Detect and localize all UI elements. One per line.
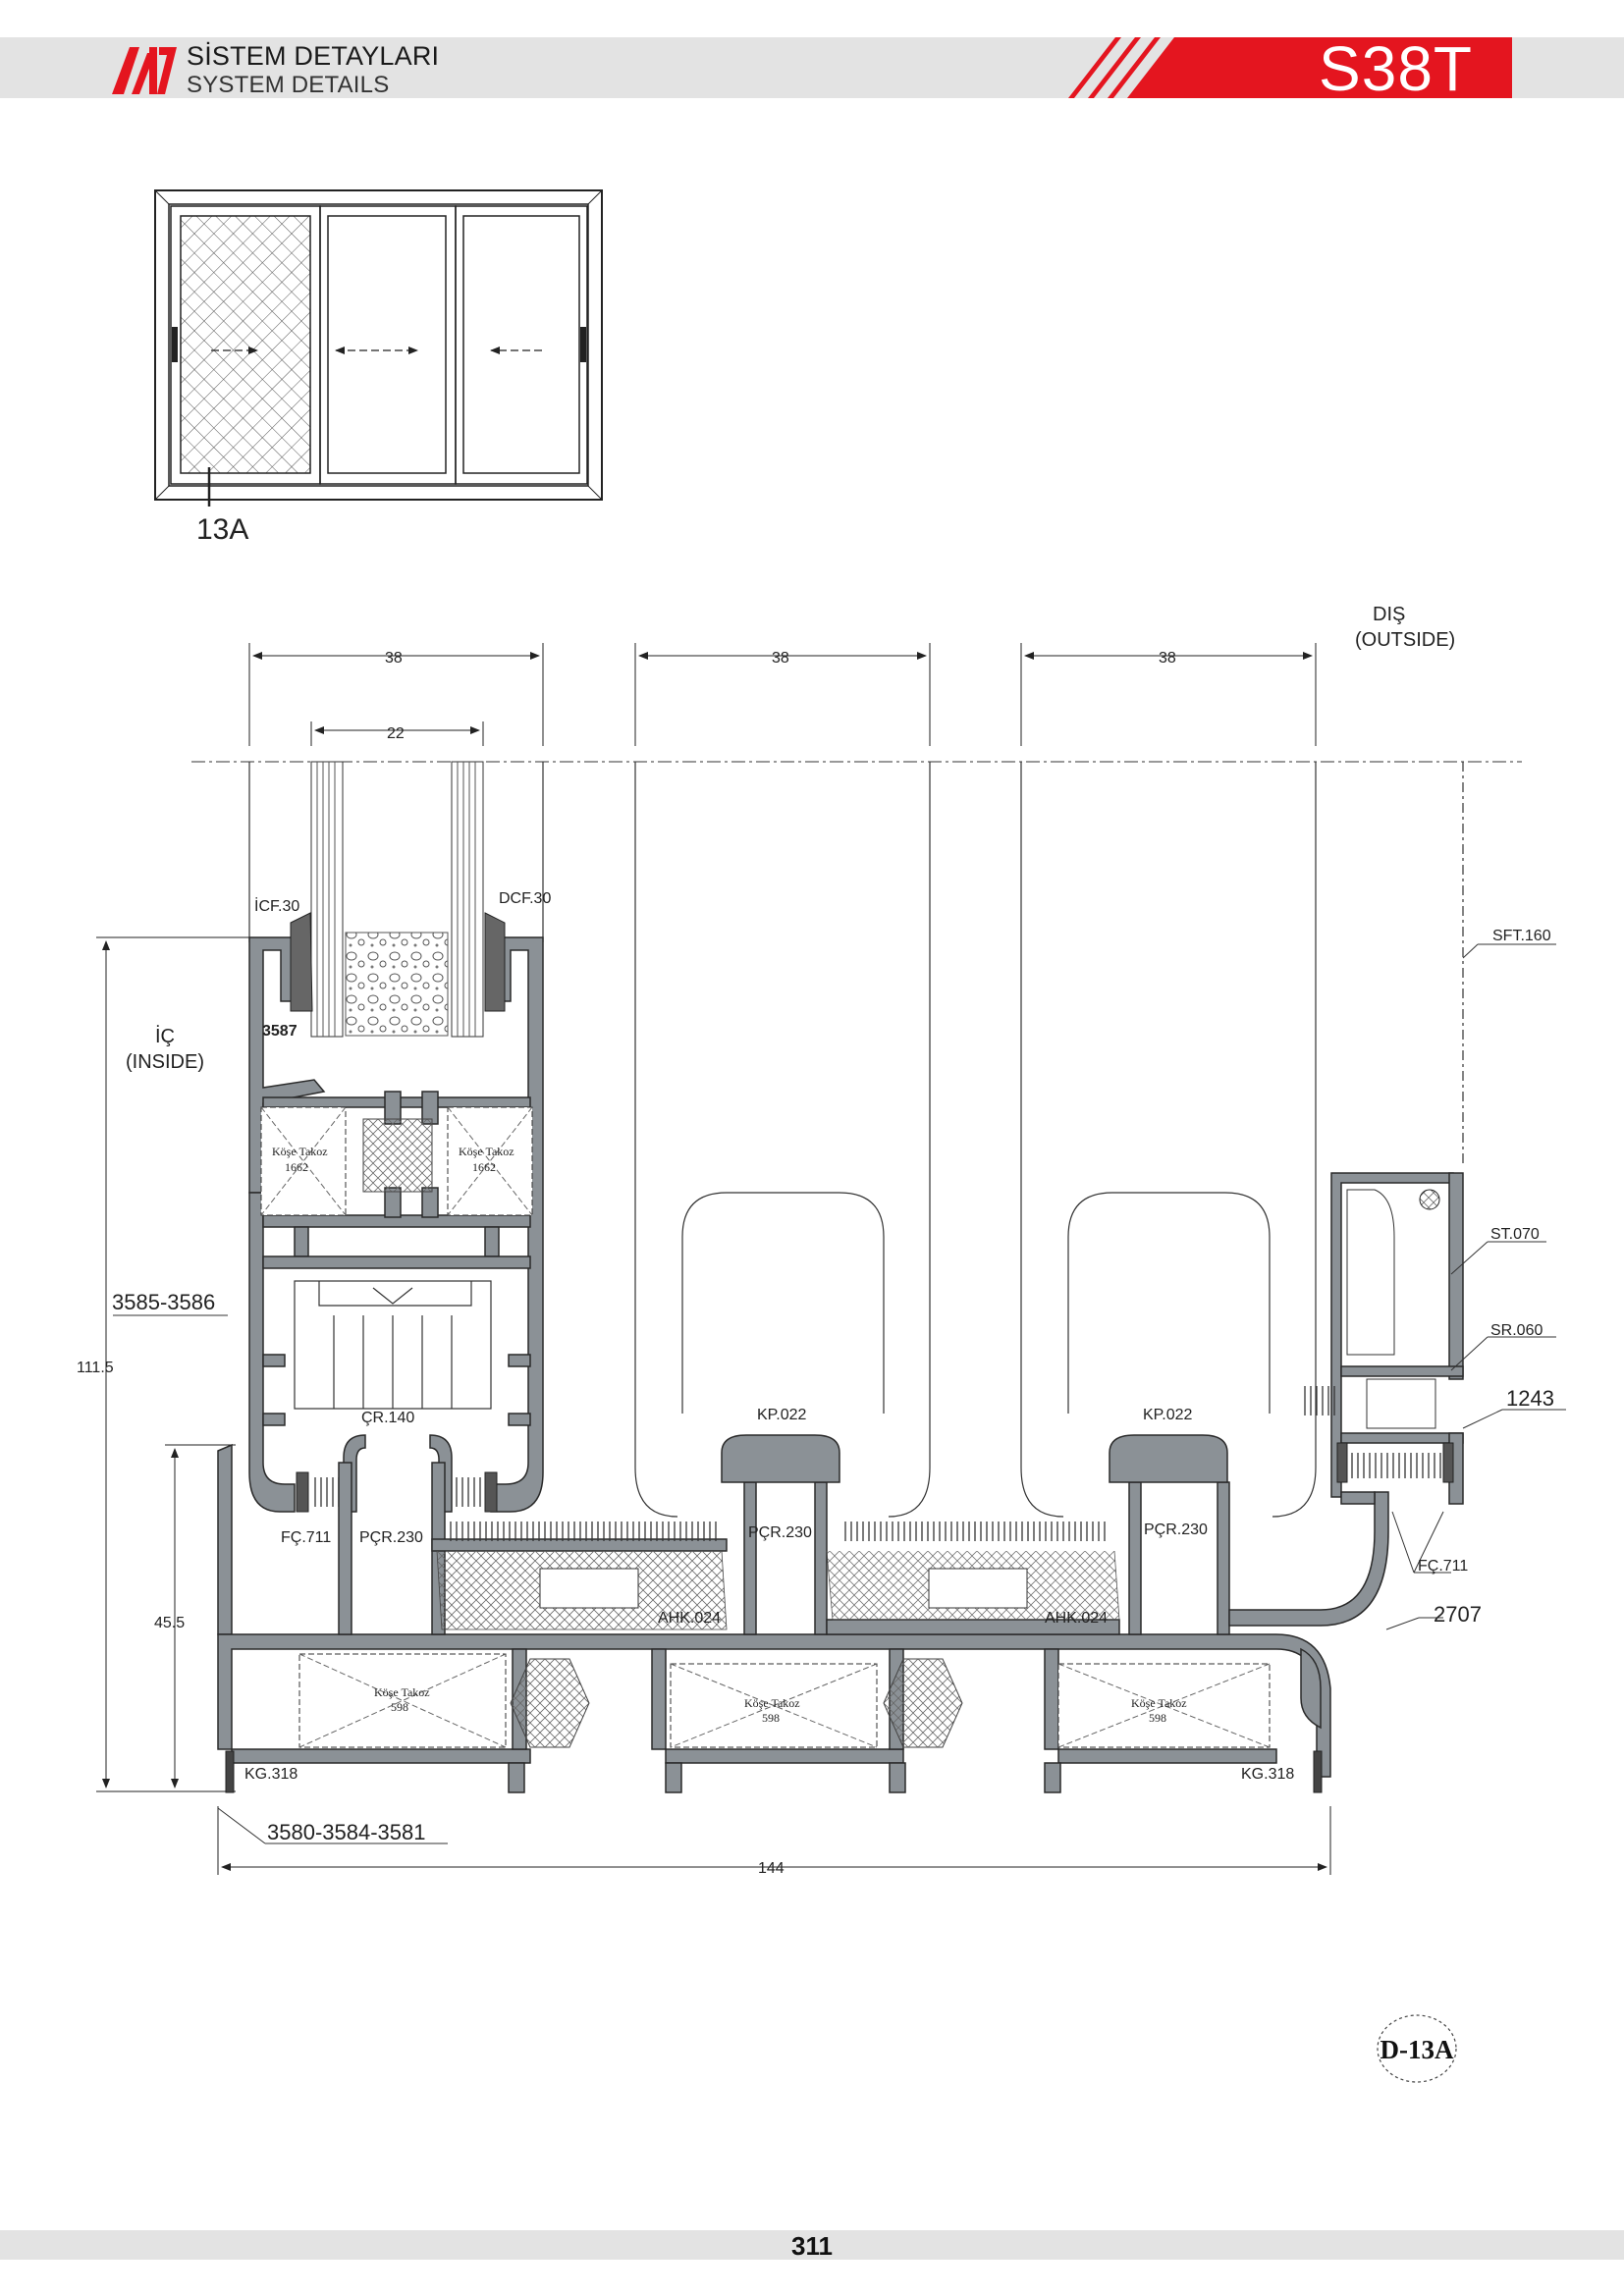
outside-frame-profile: [1330, 1172, 1464, 1505]
part-dcf: DCF.30: [499, 890, 551, 907]
dim-total-width: 144: [758, 1860, 785, 1877]
system-code-badge: S38T: [1218, 33, 1512, 104]
corner-blocks-1662: [260, 1106, 533, 1216]
part-3587: 3587: [262, 1023, 298, 1040]
header-subtitle: SYSTEM DETAILS: [187, 72, 390, 98]
dimension-lines: [96, 643, 1331, 1875]
sash-brush-seals: [296, 1471, 498, 1513]
frame-thermal-breaks: [510, 1658, 963, 1748]
part-corner-598-c: Köşe Takoz: [1131, 1696, 1187, 1710]
part-sft: SFT.160: [1492, 928, 1551, 944]
part-icf: İCF.30: [254, 896, 299, 915]
part-corner-598-b-num: 598: [762, 1711, 780, 1725]
glazing-gaskets: [290, 912, 506, 1012]
part-sr: SR.060: [1490, 1322, 1543, 1339]
part-ahk-1: AHK.024: [658, 1610, 721, 1627]
detail-badge: D-13A: [1380, 2035, 1454, 2064]
glass-panel-outlines: [248, 762, 1464, 1518]
part-frame-profile: 3580-3584-3581: [267, 1820, 425, 1844]
dim-glass-gap: 22: [387, 725, 405, 742]
inside-label-en: (INSIDE): [126, 1051, 204, 1073]
part-corner-1662-b-num: 1662: [472, 1160, 496, 1174]
sash-profile-1: [248, 936, 544, 1513]
outside-label-en: (OUTSIDE): [1355, 629, 1455, 651]
corner-blocks-598: [298, 1653, 1271, 1748]
part-kp-2: KP.022: [1143, 1407, 1193, 1423]
sash-thermal-break: [362, 1118, 433, 1193]
track-insulation: [436, 1522, 1120, 1630]
part-corner-1662-a-num: 1662: [285, 1160, 308, 1174]
part-1243: 1243: [1506, 1386, 1554, 1411]
outside-label: DIŞ: [1373, 604, 1405, 625]
part-kp-1: KP.022: [757, 1407, 807, 1423]
part-corner-1662-a: Köşe Takoz: [272, 1145, 328, 1158]
roller-housing: [294, 1280, 492, 1410]
elevation-callout: 13A: [196, 513, 248, 546]
part-fc-2: FÇ.711: [1418, 1558, 1468, 1575]
page-number: 311: [791, 2231, 833, 2261]
outside-brushes: [1304, 1386, 1454, 1483]
window-elevation: [154, 189, 603, 507]
footer-band: [0, 2230, 1624, 2260]
dim-total-height: 111.5: [77, 1360, 114, 1376]
header-title: SİSTEM DETAYLARI: [187, 41, 440, 71]
part-kg-2: KG.318: [1241, 1766, 1294, 1783]
part-cr: ÇR.140: [361, 1410, 414, 1426]
part-2707: 2707: [1434, 1602, 1482, 1627]
outside-frame-insert: [1346, 1189, 1436, 1429]
header-stripes: [1068, 37, 1237, 98]
leader-lines: [113, 943, 1566, 1844]
part-fc-1: FÇ.711: [281, 1529, 331, 1546]
glass-panes: [310, 761, 484, 1038]
dim-sash-3: 38: [1159, 650, 1176, 667]
brand-logo: [112, 47, 177, 94]
part-kg-1: KG.318: [244, 1766, 298, 1783]
bottom-frame-profile: [217, 1434, 1389, 1793]
kg-gaskets: [225, 1750, 1323, 1793]
part-st: ST.070: [1490, 1226, 1540, 1243]
part-corner-1662-b: Köşe Takoz: [459, 1145, 514, 1158]
part-corner-598-c-num: 598: [1149, 1711, 1166, 1725]
detail-badge-circle: [1377, 2014, 1457, 2083]
part-ahk-2: AHK.024: [1045, 1610, 1108, 1627]
dim-frame-height: 45.5: [154, 1615, 185, 1631]
part-corner-598-a: Köşe Takoz: [374, 1685, 430, 1699]
part-pcr-1: PÇR.230: [359, 1529, 423, 1546]
part-sash-profile: 3585-3586: [112, 1290, 215, 1314]
part-corner-598-b: Köşe Takoz: [744, 1696, 800, 1710]
inside-label: İÇ: [155, 1025, 175, 1047]
system-code: S38T: [1319, 33, 1473, 104]
dim-sash-2: 38: [772, 650, 789, 667]
dim-sash-1: 38: [385, 650, 403, 667]
part-pcr-3: PÇR.230: [1144, 1522, 1208, 1538]
part-corner-598-a-num: 598: [391, 1700, 408, 1714]
part-pcr-2: PÇR.230: [748, 1524, 812, 1541]
sft-gasket: [1419, 1189, 1440, 1210]
